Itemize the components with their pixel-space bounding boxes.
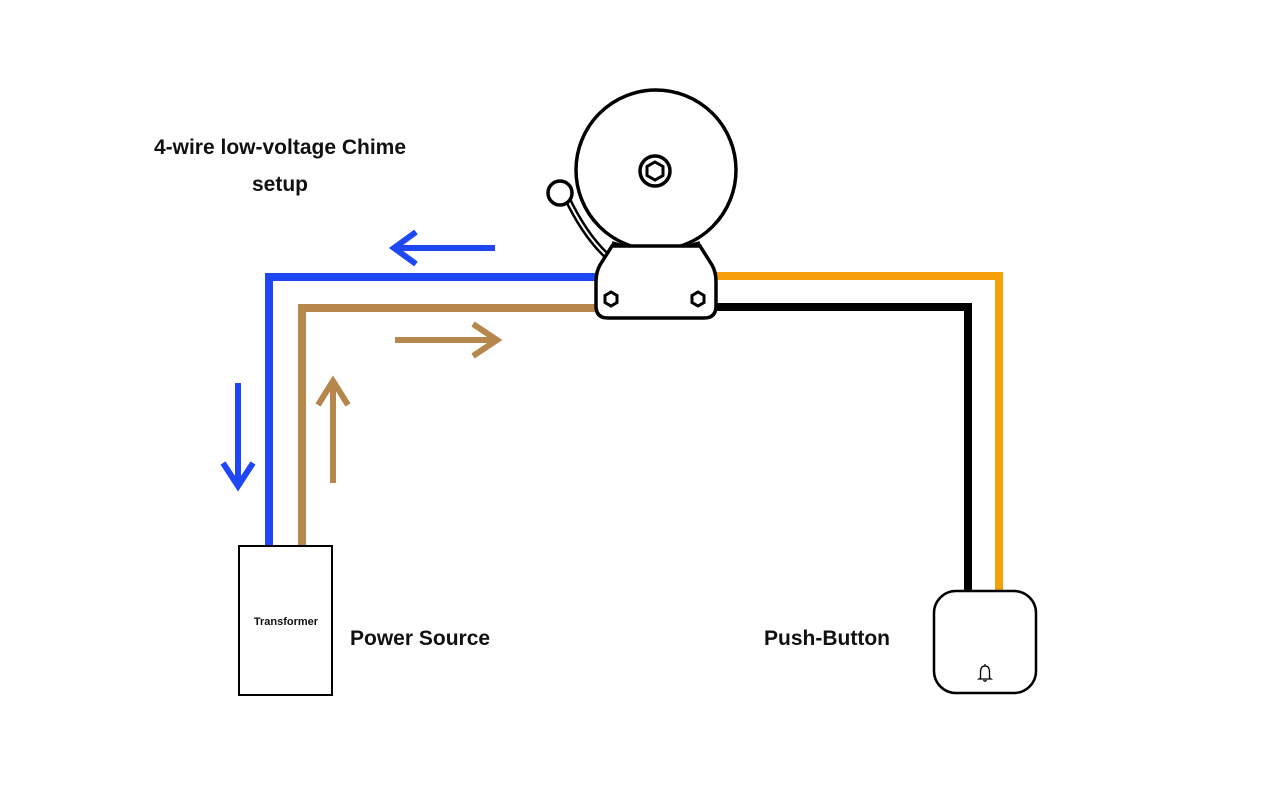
transformer-box: Transformer	[238, 545, 333, 696]
diagram-title-line2: setup	[252, 173, 308, 196]
transformer-label: Transformer	[254, 616, 319, 628]
diagram-title-line1: 4-wire low-voltage Chime	[154, 136, 406, 159]
push-button-caption: Push-Button	[764, 627, 890, 650]
black-wire	[710, 303, 972, 592]
chime-bell-icon	[546, 88, 738, 320]
power-source-caption: Power Source	[350, 627, 490, 650]
brown-arrow-up	[315, 375, 351, 483]
brown-arrow-right	[395, 321, 503, 359]
blue-arrow-down	[220, 383, 256, 492]
brown-wire	[298, 304, 600, 547]
push-button	[932, 589, 1038, 695]
blue-wire	[265, 273, 600, 547]
bell-icon	[976, 664, 994, 682]
blue-arrow-left	[388, 229, 495, 267]
orange-wire	[710, 272, 1003, 592]
